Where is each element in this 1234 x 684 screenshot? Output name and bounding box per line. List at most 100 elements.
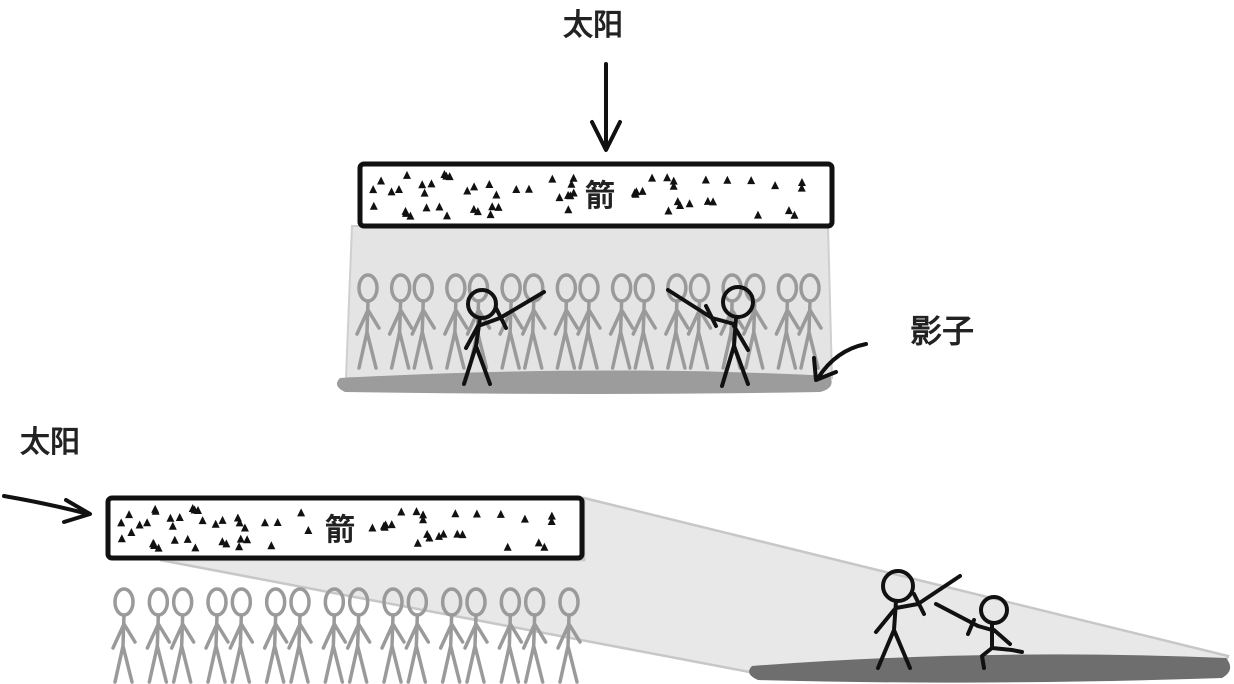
- arrowhead-mark: [188, 504, 197, 513]
- crowd-figure: [797, 273, 823, 370]
- crowd-figure: [774, 273, 801, 370]
- arrowhead-mark: [547, 516, 556, 525]
- arrowhead-mark: [218, 537, 227, 546]
- arrowhead-mark: [753, 210, 762, 219]
- arrowhead-mark: [387, 520, 396, 529]
- crowd-figure: [438, 587, 465, 684]
- arrowhead-mark: [419, 515, 428, 524]
- crowd-figure: [556, 587, 582, 684]
- arrowhead-mark: [243, 535, 252, 544]
- arrowhead-mark: [723, 175, 732, 184]
- top-arrows-label: 箭: [585, 179, 615, 214]
- arrowhead-mark: [183, 534, 192, 543]
- arrowhead-mark: [485, 179, 494, 188]
- bottom-arrows-label: 箭: [325, 513, 355, 548]
- arrowhead-mark: [387, 187, 396, 196]
- arrowhead-mark: [453, 529, 462, 538]
- arrowhead-mark: [663, 173, 672, 182]
- arrowhead-mark: [664, 206, 673, 215]
- crowd-figure: [553, 273, 580, 370]
- crowd-figure: [387, 273, 414, 370]
- arrowhead-mark: [175, 512, 184, 521]
- arrowhead-mark: [555, 193, 564, 202]
- arrowhead-mark: [117, 534, 126, 543]
- arrowhead-mark: [402, 170, 411, 179]
- arrowhead-mark: [797, 177, 806, 186]
- arrowhead-mark: [369, 201, 378, 210]
- arrowhead-mark: [218, 515, 227, 524]
- bottom-fighter-kneeling: [934, 595, 1024, 670]
- arrowhead-mark: [435, 531, 444, 540]
- crowd-figure: [287, 587, 313, 684]
- arrowhead-mark: [494, 202, 503, 211]
- arrowhead-mark: [463, 186, 472, 195]
- arrowhead-mark: [380, 522, 389, 531]
- crowd-figure: [498, 273, 524, 370]
- arrowhead-mark: [412, 507, 421, 516]
- top-fighter-left: [462, 288, 546, 386]
- arrowhead-mark: [784, 206, 793, 215]
- arrowhead-mark: [435, 202, 444, 211]
- arrowhead-mark: [273, 518, 282, 527]
- arrowhead-mark: [503, 542, 512, 551]
- arrowhead-mark: [125, 510, 134, 519]
- crowd-figure: [664, 273, 690, 370]
- arrowhead-mark: [135, 520, 144, 529]
- bottom-fighter-standing: [874, 569, 962, 670]
- arrowhead-mark: [422, 203, 431, 212]
- arrowhead-mark: [439, 529, 448, 538]
- crowd-figure: [576, 273, 602, 370]
- crowd-figure: [631, 273, 657, 370]
- arrowhead-mark: [394, 184, 403, 193]
- arrowhead-mark: [472, 509, 481, 518]
- top-sun-label: 太阳: [563, 8, 623, 43]
- arrowhead-mark: [548, 174, 557, 183]
- bottom-arrowheads: [117, 504, 556, 552]
- arrowhead-mark: [440, 170, 449, 179]
- arrowhead-mark: [469, 204, 478, 213]
- arrowhead-mark: [496, 509, 505, 518]
- arrowhead-mark: [790, 210, 799, 219]
- arrowhead-mark: [427, 179, 436, 188]
- arrowhead-mark: [520, 514, 529, 523]
- arrowhead-mark: [771, 181, 780, 190]
- arrowhead-mark: [240, 523, 249, 532]
- arrowhead-mark: [631, 189, 640, 198]
- arrowhead-mark: [473, 207, 482, 216]
- arrowhead-mark: [638, 186, 647, 195]
- arrowhead-mark: [117, 518, 126, 527]
- arrowhead-mark: [540, 542, 549, 551]
- arrowhead-mark: [143, 518, 152, 527]
- arrowhead-mark: [470, 182, 479, 191]
- arrowhead-mark: [685, 199, 694, 208]
- arrowhead-mark: [564, 205, 573, 214]
- arrowhead-mark: [569, 173, 578, 182]
- crowd-figure: [228, 587, 255, 684]
- arrowhead-mark: [420, 188, 429, 197]
- arrowhead-mark: [168, 521, 177, 530]
- bottom-crowd: [111, 587, 582, 684]
- crowd-figure: [410, 273, 436, 370]
- top-arrowheads: [369, 170, 806, 220]
- arrowhead-mark: [676, 200, 685, 209]
- shadow-pointer-arrow-icon: [812, 342, 868, 382]
- crowd-figure: [521, 587, 548, 684]
- crowd-figure: [355, 273, 381, 370]
- top-shadow-label: 影子: [910, 312, 974, 350]
- bottom-ground-shadow: [749, 654, 1231, 683]
- crowd-figure: [111, 587, 137, 684]
- arrowhead-mark: [166, 513, 175, 522]
- arrowhead-mark: [260, 518, 269, 527]
- arrowhead-mark: [701, 175, 710, 184]
- arrowhead-mark: [401, 208, 410, 217]
- crowd-figure: [608, 273, 635, 370]
- arrowhead-mark: [486, 210, 495, 219]
- crowd-figure: [262, 587, 289, 684]
- arrowhead-mark: [703, 196, 712, 205]
- arrowhead-mark: [236, 534, 245, 543]
- crowd-figure: [345, 587, 372, 684]
- arrowhead-mark: [512, 185, 521, 194]
- arrowhead-mark: [413, 538, 422, 547]
- arrowhead-mark: [149, 539, 158, 548]
